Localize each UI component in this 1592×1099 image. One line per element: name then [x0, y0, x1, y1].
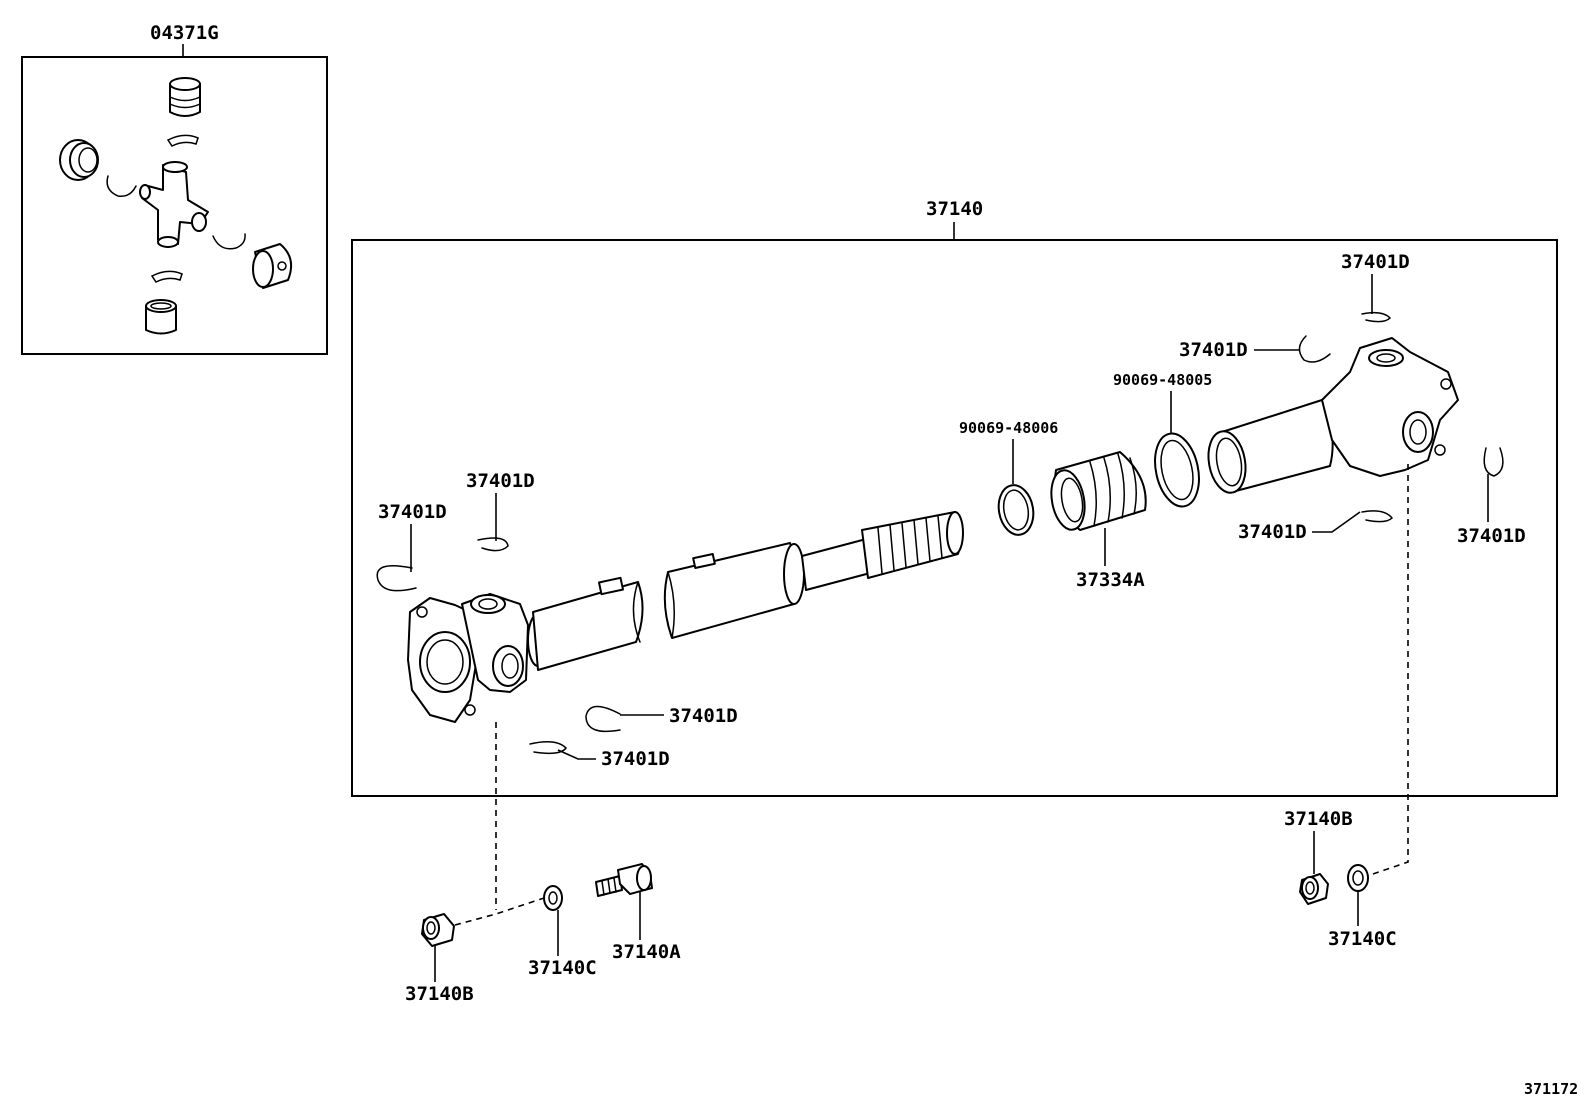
- snap-ring-icon: [166, 134, 199, 147]
- boot-clamp-large-icon: [1154, 432, 1200, 508]
- nut-icon: [1299, 873, 1329, 905]
- flange-yoke-icon: [407, 593, 549, 723]
- snap-ring-icon: [585, 705, 621, 733]
- snap-ring-icon: [212, 233, 246, 250]
- snap-ring-label-lower-right[interactable]: 37401D: [1238, 521, 1307, 543]
- bolt-label[interactable]: 37140A: [612, 941, 681, 963]
- washer-label-left[interactable]: 37140C: [528, 957, 597, 979]
- washer-icon: [1347, 864, 1369, 892]
- propeller-shaft-assembly-group: 37140: [351, 198, 1558, 797]
- snap-ring-icon: [1483, 447, 1504, 477]
- snap-ring-label-top-right[interactable]: 37401D: [1341, 251, 1410, 273]
- universal-joint-kit-group: 04371G: [21, 22, 328, 355]
- alignment-line-left-hardware: [454, 897, 545, 926]
- universal-joint-kit-frame: [21, 56, 328, 355]
- snap-ring-label-far-right[interactable]: 37401D: [1457, 525, 1526, 547]
- snap-ring-icon: [1298, 335, 1331, 363]
- shaft-tube-right-icon: [663, 511, 964, 639]
- dust-boot-icon: [1050, 451, 1147, 531]
- alignment-line-right: [1369, 464, 1409, 876]
- bolt-icon: [595, 863, 653, 897]
- snap-ring-icon: [1361, 510, 1394, 523]
- washer-label-right[interactable]: 37140C: [1328, 928, 1397, 950]
- snap-ring-label-yoke-right[interactable]: 37401D: [669, 705, 738, 727]
- snap-ring-label-left-top[interactable]: 37401D: [466, 470, 535, 492]
- snap-ring-icon: [529, 741, 567, 755]
- nut-label-left[interactable]: 37140B: [405, 983, 474, 1005]
- bearing-cup-icon: [59, 139, 99, 181]
- dust-boot-label[interactable]: 37334A: [1076, 569, 1145, 591]
- snap-ring-icon: [106, 175, 137, 198]
- snap-ring-icon: [150, 270, 183, 283]
- diagram-id: 371172: [1524, 1080, 1578, 1098]
- snap-ring-icon: [1361, 311, 1392, 323]
- snap-ring-icon: [477, 537, 509, 552]
- boot-clamp-small-icon: [997, 484, 1035, 536]
- boot-clamp-small-label[interactable]: 90069-48006: [959, 419, 1058, 437]
- slip-yoke-icon: [1207, 337, 1459, 494]
- bearing-cup-icon: [252, 243, 293, 289]
- nut-icon: [421, 913, 455, 947]
- bearing-cup-icon: [145, 299, 177, 335]
- washer-icon: [543, 885, 563, 911]
- shaft-assembly-label[interactable]: 37140: [926, 198, 983, 220]
- snap-ring-icon: [376, 565, 417, 592]
- bearing-cup-icon: [169, 77, 201, 117]
- boot-clamp-large-label[interactable]: 90069-48005: [1113, 371, 1212, 389]
- snap-ring-label-yoke-bottom[interactable]: 37401D: [601, 748, 670, 770]
- universal-joint-kit-label[interactable]: 04371G: [150, 22, 219, 44]
- spider-cross-icon: [139, 161, 209, 248]
- nut-label-right[interactable]: 37140B: [1284, 808, 1353, 830]
- shaft-tube-left-icon: [532, 576, 644, 671]
- snap-ring-label-upper[interactable]: 37401D: [1179, 339, 1248, 361]
- snap-ring-label-left[interactable]: 37401D: [378, 501, 447, 523]
